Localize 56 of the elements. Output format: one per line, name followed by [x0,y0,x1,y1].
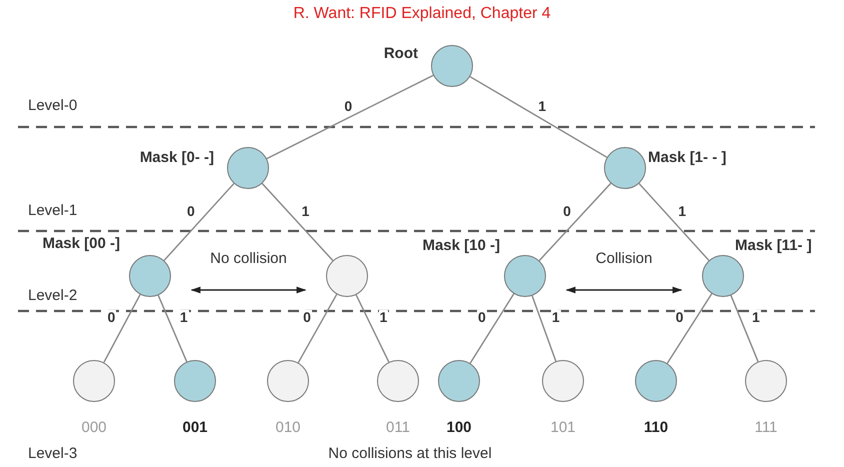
tag-id-label: 101 [550,420,576,436]
tree-node-circle [438,360,480,402]
tree-branch-line [103,294,141,363]
level-label: Level-3 [28,446,78,462]
tag-id-label: 110 [644,420,668,436]
tree-node-circle [702,255,744,297]
tree-branch-line [266,74,434,160]
tree-branch-line [470,76,608,158]
tree-node-circle [542,360,584,402]
tree-branch-line [262,183,334,261]
edge-label: 0 [186,204,196,219]
node-label: Mask [0- -] [140,150,214,166]
tree-node-circle [129,255,171,297]
tree-node-circle [377,360,419,402]
tree-branch-line [158,295,188,362]
tag-id-label: 100 [446,420,472,436]
double-arrow [566,286,682,294]
tree-branch-line [538,182,612,262]
level-label: Level-2 [28,288,78,304]
node-label: Mask [11- ] [735,238,812,254]
node-label: Mask [10 -] [422,238,500,254]
tree-branch-line [730,295,759,362]
tree-node-circle [504,255,546,297]
tree-node-circle [635,360,677,402]
tag-id-label: 010 [275,420,301,436]
tree-branch-line [470,293,514,364]
tree-node-circle [267,360,309,402]
edge-label: 1 [677,204,688,219]
tree-node-circle [745,360,787,402]
tag-id-label: 011 [386,420,410,436]
tree-node-circle [431,45,473,87]
node-label: Root [384,46,418,62]
edge-label: 1 [300,204,310,219]
level-label: Level-0 [28,98,78,114]
tree-node-circle [174,360,216,402]
tree-node-circle [227,147,269,189]
tree-node-circle [326,255,368,297]
node-label: Mask [1- - ] [648,150,726,166]
level-label: Level-1 [28,203,78,220]
tree-branch-line [666,293,712,364]
edge-label: 0 [562,204,572,219]
tree-node-circle [604,147,646,189]
tree-branch-line [164,183,234,261]
edge-label: 0 [343,98,354,114]
note: No collisions at this level [328,446,492,462]
tag-id-label: 000 [81,420,107,436]
title: R. Want: RFID Explained, Chapter 4 [292,5,552,23]
tree-branch-line [638,183,710,261]
tree-branch-line [531,296,557,362]
tree-branch-line [298,294,338,364]
tree-node-circle [73,360,115,402]
tree-branch-line [356,294,390,362]
node-label: Mask [00 -] [42,236,120,252]
double-arrow [190,286,306,294]
tag-id-label: 001 [182,420,208,436]
tag-id-label: 111 [754,420,778,436]
